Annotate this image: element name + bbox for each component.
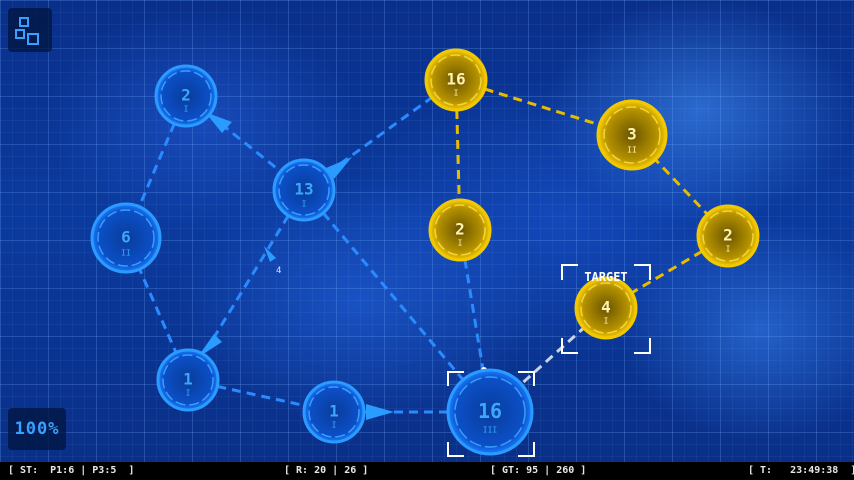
node-units-label: 1	[329, 402, 339, 421]
node-player-16-selected[interactable]: 16 III	[446, 368, 534, 456]
status-bar: [ ST: P1:6 | P3:5 ] [ R: 20 | 26 ] [ GT:…	[0, 462, 854, 480]
node-tier-label: II	[627, 146, 637, 155]
node-player-1a[interactable]: 1 I	[156, 348, 220, 412]
zoom-button[interactable]: 100%	[8, 408, 66, 450]
node-tier-label: I	[454, 89, 459, 98]
node-units-label: 16	[446, 70, 465, 89]
arrow-icon	[205, 112, 232, 133]
zoom-level: 100%	[14, 419, 60, 439]
node-tier-label: I	[302, 200, 307, 209]
node-units-label: 6	[121, 228, 131, 247]
node-tier-label: I	[186, 389, 191, 398]
node-tier-label: II	[121, 249, 131, 258]
node-enemy-16[interactable]: 16 I	[424, 48, 488, 112]
node-units-label: 3	[627, 125, 637, 144]
node-units-label: 2	[181, 86, 191, 105]
arrow-icon	[197, 334, 222, 358]
target-label: TARGET	[584, 270, 628, 284]
node-tier-label: I	[604, 317, 609, 326]
node-player-13[interactable]: 13 I	[272, 158, 336, 222]
node-units-label: 13	[294, 180, 313, 199]
link-blue	[124, 237, 190, 381]
floating-unit-count: 4	[276, 266, 282, 276]
menu-button[interactable]	[8, 8, 52, 52]
node-tier-label: I	[332, 421, 337, 430]
node-player-6[interactable]: 6 II	[90, 202, 162, 274]
node-tier-label: I	[458, 239, 463, 248]
node-player-1b[interactable]: 1 I	[302, 380, 366, 444]
arrow-icon	[326, 157, 352, 179]
arrow-icon	[264, 246, 276, 262]
node-tier-label: I	[726, 245, 731, 254]
selection-bracket	[447, 371, 535, 457]
status-gt: [ GT: 95 | 260 ]	[490, 465, 587, 476]
node-tier-label: I	[184, 105, 189, 114]
node-units-label: 2	[455, 220, 465, 239]
arrows-layer	[197, 112, 394, 420]
node-enemy-4-target[interactable]: 4 I	[574, 276, 638, 340]
node-units-label: 4	[601, 298, 611, 317]
link-selected	[488, 306, 608, 414]
status-time: [ T: 23:49:38 ]	[748, 465, 854, 476]
status-st: [ ST: P1:6 | P3:5 ]	[8, 465, 135, 476]
target-bracket	[561, 264, 651, 354]
node-units-label: 2	[723, 226, 733, 245]
node-enemy-2b[interactable]: 2 I	[696, 204, 760, 268]
node-units-label: 16	[478, 399, 502, 423]
node-player-2[interactable]: 2 I	[154, 64, 218, 128]
arrow-icon	[366, 404, 394, 420]
node-tier-label: III	[483, 426, 498, 435]
status-r: [ R: 20 | 26 ]	[284, 465, 369, 476]
node-enemy-3[interactable]: 3 II	[596, 99, 668, 171]
node-map[interactable]: 2 I 6 II 13 I 1 I 1 I	[0, 0, 854, 462]
node-units-label: 1	[183, 370, 193, 389]
node-enemy-2a[interactable]: 2 I	[428, 198, 492, 262]
menu-icon	[15, 17, 39, 45]
link-blue	[302, 189, 492, 413]
